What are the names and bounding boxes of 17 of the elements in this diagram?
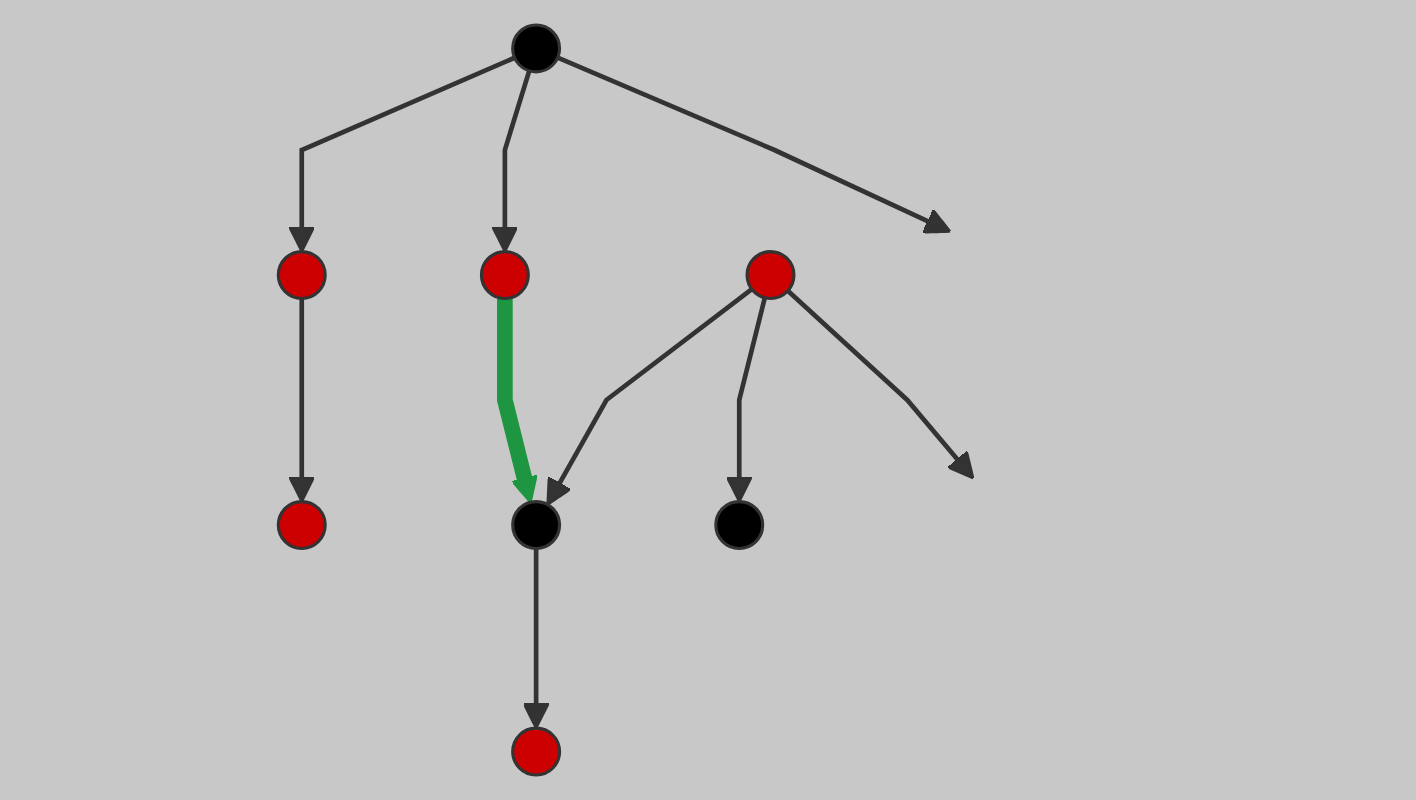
node-circle	[479, 250, 530, 300]
arrow	[786, 289, 975, 480]
node-circle	[511, 500, 562, 550]
arrow	[288, 298, 316, 503]
node-circle	[511, 23, 562, 74]
arrow	[497, 298, 538, 504]
arrow	[556, 55, 952, 234]
arrow	[491, 70, 532, 253]
node-circle	[745, 250, 796, 300]
arrow	[725, 297, 768, 503]
node-circle	[714, 500, 765, 550]
node-circle	[276, 500, 327, 550]
arrow	[522, 548, 550, 730]
arrow	[546, 287, 754, 506]
arrow	[288, 55, 516, 253]
node-circle	[276, 250, 327, 300]
node-circle	[511, 726, 562, 777]
